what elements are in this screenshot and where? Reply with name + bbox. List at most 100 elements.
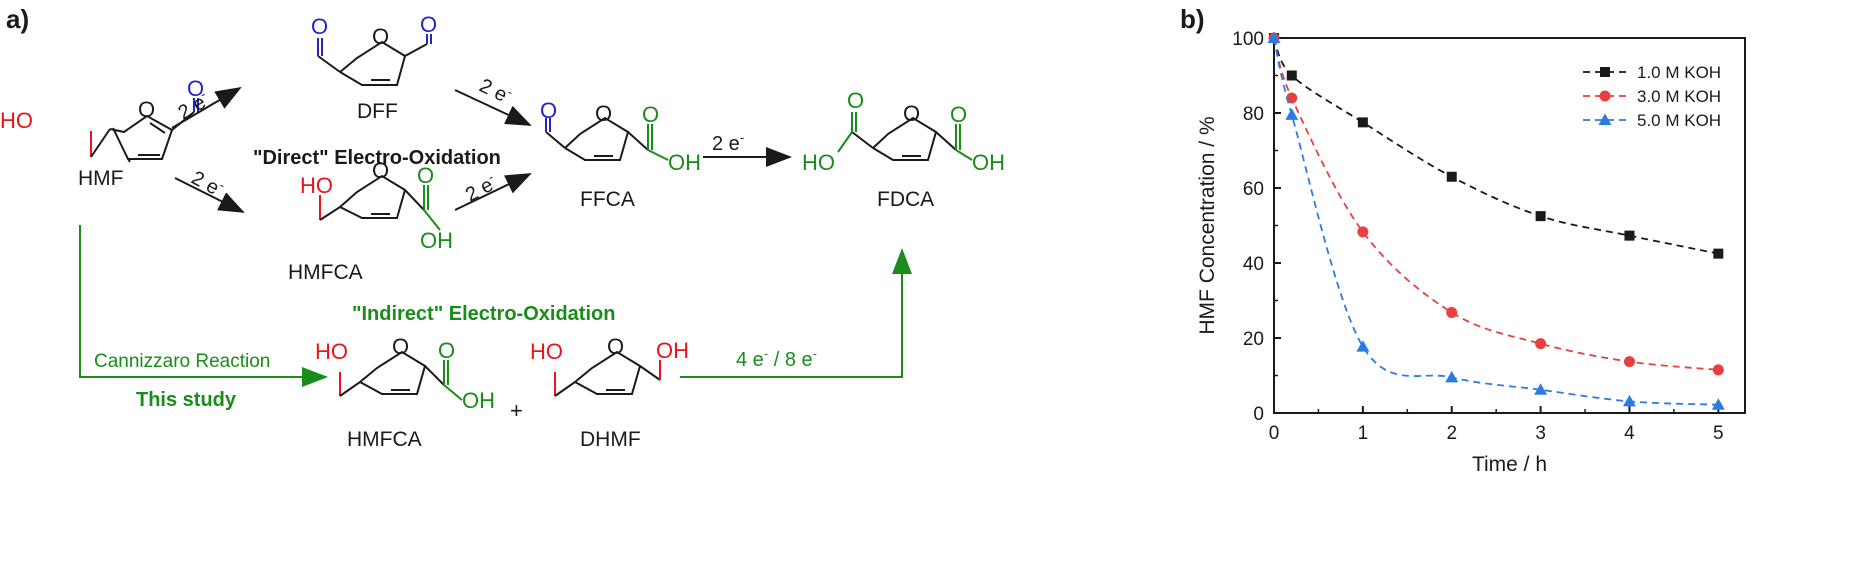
fdca-o-left: O bbox=[847, 88, 864, 113]
dff-o-right: O bbox=[420, 12, 437, 37]
hmfca-bottom-oh: OH bbox=[462, 388, 495, 413]
data-point bbox=[1357, 226, 1369, 238]
y-tick-label: 60 bbox=[1243, 179, 1264, 200]
data-point bbox=[1535, 211, 1546, 222]
series-layer bbox=[1267, 31, 1725, 410]
data-point bbox=[1357, 117, 1368, 128]
hmfca-top-o: O bbox=[417, 163, 434, 188]
data-point bbox=[1534, 383, 1548, 395]
molecule-hmfca-bottom bbox=[339, 350, 463, 401]
label-2e-4: 2 e- bbox=[461, 169, 501, 206]
arrow-dff-to-ffca bbox=[454, 89, 532, 126]
panel-a-label: a) bbox=[6, 4, 29, 34]
data-point bbox=[1713, 248, 1724, 259]
data-point bbox=[1712, 364, 1724, 376]
molecule-dff bbox=[317, 34, 432, 86]
data-point bbox=[1267, 31, 1281, 43]
dhmf-ho: HO bbox=[530, 339, 563, 364]
x-tick-label: 3 bbox=[1535, 423, 1546, 444]
hmf-concentration-chart: b) 0 1 2 3 4 5 0 20 40 60 80 100 1.0 M KOH 3.0 M KOH… bbox=[1180, 4, 1746, 476]
data-point bbox=[1446, 307, 1458, 318]
data-point bbox=[1445, 370, 1459, 383]
dff-label: DFF bbox=[357, 100, 398, 123]
y-tick-label: 20 bbox=[1243, 329, 1264, 350]
dff-ring-o: O bbox=[372, 24, 389, 49]
x-axis-label: Time / h bbox=[1472, 453, 1547, 476]
dhmf-label: DHMF bbox=[580, 428, 641, 451]
dhmf-oh: OH bbox=[656, 338, 689, 363]
data-point bbox=[1356, 340, 1370, 352]
x-tick-label: 2 bbox=[1446, 423, 1457, 444]
data-point bbox=[1599, 90, 1611, 102]
y-tick-label: 100 bbox=[1232, 29, 1264, 50]
ffca-o: O bbox=[642, 102, 659, 127]
ffca-label: FFCA bbox=[580, 188, 635, 211]
hmf-aldehyde-o: O bbox=[187, 76, 204, 101]
molecule-fdca bbox=[837, 112, 973, 161]
arrow-to-fdca bbox=[680, 250, 903, 378]
data-point bbox=[1535, 338, 1547, 350]
legend-label: 3.0 M KOH bbox=[1637, 87, 1721, 106]
plus-sign: + bbox=[510, 398, 523, 423]
y-tick-label: 0 bbox=[1253, 404, 1264, 425]
data-point bbox=[1285, 108, 1299, 120]
heading-direct: "Direct" Electro-Oxidation bbox=[253, 147, 501, 169]
fdca-label: FDCA bbox=[877, 188, 934, 211]
x-tick-label: 1 bbox=[1358, 423, 1369, 444]
molecule-ffca bbox=[545, 116, 669, 161]
arrow-hmf-to-dff bbox=[171, 86, 242, 129]
hmfca-top-ho: HO bbox=[300, 173, 333, 198]
y-tick-label: 40 bbox=[1243, 254, 1264, 275]
label-cannizzaro: Cannizzaro Reaction bbox=[94, 351, 270, 372]
data-point bbox=[1600, 67, 1610, 77]
x-tick-label: 4 bbox=[1624, 423, 1635, 444]
label-2e-5: 2 e- bbox=[712, 130, 744, 155]
legend-label: 5.0 M KOH bbox=[1637, 111, 1721, 130]
data-point bbox=[1622, 394, 1636, 407]
fdca-oh: OH bbox=[972, 150, 1005, 175]
data-point bbox=[1598, 113, 1612, 125]
series-triangle bbox=[1267, 31, 1725, 410]
arrow-hmf-to-hmfca bbox=[174, 177, 245, 213]
x-tick-label: 0 bbox=[1269, 423, 1280, 444]
legend-label: 1.0 M KOH bbox=[1637, 63, 1721, 82]
arrow-cannizzaro bbox=[79, 225, 326, 378]
hmf-ring-o: O bbox=[138, 97, 155, 122]
y-tick-label: 80 bbox=[1243, 104, 1264, 125]
label-4e-8e: 4 e- / 8 e- bbox=[736, 346, 817, 371]
ffca-aldehyde-o: O bbox=[540, 98, 557, 123]
fdca-ho: HO bbox=[802, 150, 835, 175]
label-2e-2: 2 e- bbox=[188, 164, 228, 201]
fdca-o-right: O bbox=[950, 102, 967, 127]
molecule-hmfca-top bbox=[319, 174, 441, 231]
ffca-ring-o: O bbox=[595, 101, 612, 126]
hmfca-bottom-ho: HO bbox=[315, 339, 348, 364]
arrow-hmfca-to-ffca bbox=[454, 173, 532, 211]
data-point bbox=[1623, 356, 1635, 368]
heading-indirect: "Indirect" Electro-Oxidation bbox=[352, 303, 615, 325]
hmfca-bottom-label: HMFCA bbox=[347, 428, 422, 451]
axes: 0 1 2 3 4 5 0 20 40 60 80 100 bbox=[1232, 29, 1723, 444]
dff-o-left: O bbox=[311, 14, 328, 39]
hmfca-top-oh: OH bbox=[420, 228, 453, 253]
fdca-ring-o: O bbox=[903, 101, 920, 126]
hmfca-top-ring-o: O bbox=[372, 158, 389, 183]
molecule-dhmf bbox=[554, 350, 661, 397]
data-point bbox=[1286, 70, 1297, 81]
ffca-oh: OH bbox=[668, 150, 701, 175]
data-point bbox=[1286, 92, 1298, 104]
data-point bbox=[1624, 230, 1635, 241]
data-point bbox=[1446, 171, 1457, 182]
reaction-scheme: a) HO O O HMF O O O DFF HO O bbox=[0, 4, 1005, 451]
legend: 1.0 M KOH 3.0 M KOH 5.0 M KOH bbox=[1583, 63, 1721, 130]
x-tick-label: 5 bbox=[1713, 423, 1724, 444]
label-this-study: This study bbox=[136, 389, 237, 411]
data-point bbox=[1711, 398, 1725, 410]
hmfca-bottom-o: O bbox=[438, 338, 455, 363]
panel-b-label: b) bbox=[1180, 4, 1205, 34]
hmf-label: HMF bbox=[78, 167, 124, 190]
series-circle bbox=[1268, 32, 1724, 376]
hmfca-bottom-ring-o: O bbox=[392, 334, 409, 359]
reaction-arrows bbox=[79, 86, 912, 387]
y-axis-label: HMF Concentration / % bbox=[1196, 116, 1219, 334]
